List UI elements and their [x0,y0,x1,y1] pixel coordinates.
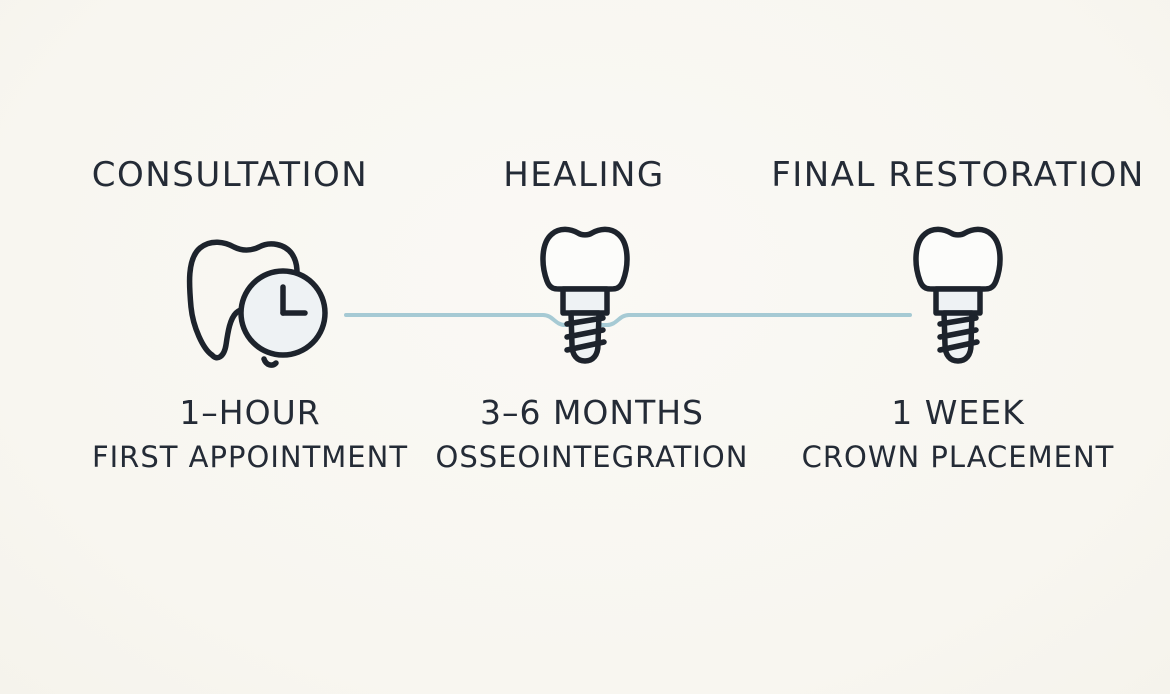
stage-detail: FIRST APPOINTMENT [91,440,409,474]
stage-duration: 1 WEEK [891,393,1025,432]
stage-detail: OSSEOINTEGRATION [435,440,749,474]
stage-icon-wrap [533,223,637,368]
stage-icon-wrap [906,223,1010,368]
stage-duration: 3–6 MONTHS [479,393,705,432]
stage-duration: 1–HOUR [179,393,321,432]
stage-title: HEALING [503,155,665,195]
stage-title: CONSULTATION [91,155,369,195]
stage-final-restoration: FINAL RESTORATION 1 WEEK CROWN PLACEMENT [763,155,1153,474]
stage-title: FINAL RESTORATION [771,155,1145,195]
dental-implant-icon [540,226,630,364]
tooth-with-clock-icon [186,239,328,368]
stage-detail: CROWN PLACEMENT [801,440,1115,474]
stage-healing: HEALING 3–6 MONTHS OSSEOINTEGRATION [397,155,787,474]
stage-consultation: CONSULTATION 1–HOUR FIRST APPOINTMENT [55,155,445,474]
dental-implant-icon [913,226,1003,364]
stage-icon-wrap [165,223,335,368]
